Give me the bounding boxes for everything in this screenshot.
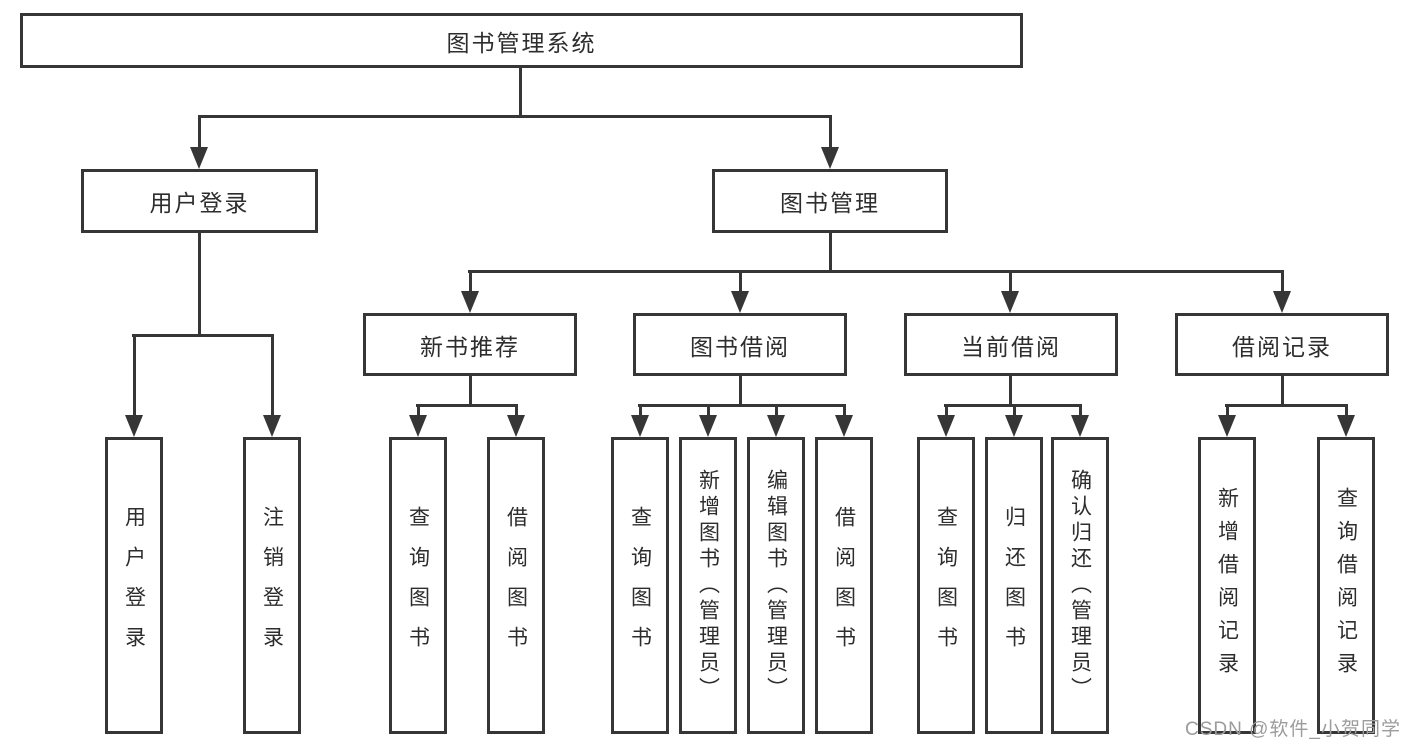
connector-line <box>1009 272 1012 293</box>
node-current-borrowing: 当前借阅 <box>904 313 1118 376</box>
connector-arrowhead-down <box>767 415 785 437</box>
connector-line <box>417 406 420 417</box>
connector-line <box>1281 376 1284 406</box>
connector-line <box>1013 406 1016 417</box>
node-borrowing-records: 借阅记录 <box>1175 313 1389 376</box>
connector-line <box>198 116 201 149</box>
leaf-label: 借阅图书 <box>832 505 856 666</box>
leaf-logout: 注销登录 <box>243 437 301 734</box>
leaf-borrow-book-borrowing: 借阅图书 <box>815 437 873 734</box>
connector-line <box>829 116 832 149</box>
leaf-label: 查询图书 <box>934 505 958 666</box>
leaf-query-book-recommend: 查询图书 <box>389 437 447 734</box>
connector-line <box>515 406 518 417</box>
node-new-book-recommendation: 新书推荐 <box>363 313 577 376</box>
connector-line <box>416 404 518 407</box>
connector-line <box>133 336 136 416</box>
leaf-label: 注销登录 <box>260 505 284 666</box>
connector-line <box>639 406 642 417</box>
leaf-label: 编辑图书（管理员） <box>764 468 788 703</box>
connector-line <box>198 115 832 118</box>
connector-arrowhead-down <box>461 291 479 313</box>
connector-arrowhead-down <box>835 415 853 437</box>
connector-arrowhead-down <box>125 415 143 437</box>
connector-arrowhead-down <box>1337 415 1355 437</box>
leaf-query-book-borrowing: 查询图书 <box>611 437 669 734</box>
leaf-query-book-current: 查询图书 <box>917 437 975 734</box>
connector-line <box>1009 376 1012 406</box>
leaf-label: 借阅图书 <box>504 505 528 666</box>
connector-line <box>468 270 1284 273</box>
node-label: 借阅记录 <box>1232 333 1332 360</box>
connector-arrowhead-down <box>631 415 649 437</box>
connector-line <box>843 406 846 417</box>
connector-line <box>1281 272 1284 293</box>
connector-arrowhead-down <box>699 415 717 437</box>
connector-arrowhead-down <box>190 147 208 169</box>
leaf-label: 新增借阅记录 <box>1215 486 1239 685</box>
connector-arrowhead-down <box>409 415 427 437</box>
connector-arrowhead-down <box>821 147 839 169</box>
csdn-watermark: CSDN @软件_小贺同学 <box>1185 719 1401 740</box>
connector-line <box>198 233 201 336</box>
connector-arrowhead-down <box>1001 291 1019 313</box>
connector-line <box>271 336 274 416</box>
connector-line <box>944 404 1082 407</box>
connector-line <box>638 404 846 407</box>
leaf-edit-book-admin: 编辑图书（管理员） <box>747 437 805 734</box>
connector-arrowhead-down <box>1071 415 1089 437</box>
node-book-management: 图书管理 <box>712 169 948 233</box>
connector-line <box>739 272 742 293</box>
node-label: 用户登录 <box>149 190 250 216</box>
connector-line <box>739 376 742 406</box>
node-label: 图书借阅 <box>690 333 790 360</box>
connector-line <box>1225 404 1348 407</box>
leaf-return-book: 归还图书 <box>985 437 1043 734</box>
node-label: 图书管理 <box>780 190 880 216</box>
leaf-label: 归还图书 <box>1002 505 1026 666</box>
leaf-label: 用户登录 <box>122 505 146 666</box>
connector-arrowhead-down <box>507 415 525 437</box>
connector-line <box>1345 406 1348 417</box>
connector-arrowhead-down <box>731 291 749 313</box>
connector-line <box>469 272 472 293</box>
leaf-label: 新增图书（管理员） <box>696 468 720 703</box>
leaf-label: 查询图书 <box>628 505 652 666</box>
leaf-label: 查询借阅记录 <box>1334 486 1358 685</box>
leaf-user-login: 用户登录 <box>105 437 163 734</box>
connector-line <box>707 406 710 417</box>
leaf-query-borrow-record: 查询借阅记录 <box>1317 437 1375 734</box>
leaf-borrow-book-recommend: 借阅图书 <box>487 437 545 734</box>
node-book-borrowing: 图书借阅 <box>633 313 847 376</box>
connector-line <box>132 334 274 337</box>
node-label: 图书管理系统 <box>446 29 597 56</box>
connector-line <box>469 376 472 406</box>
connector-line <box>775 406 778 417</box>
connector-line <box>829 233 832 272</box>
connector-arrowhead-down <box>937 415 955 437</box>
leaf-confirm-return-admin: 确认归还（管理员） <box>1051 437 1109 734</box>
connector-line <box>1226 406 1229 417</box>
leaf-label: 确认归还（管理员） <box>1068 468 1092 703</box>
leaf-add-book-admin: 新增图书（管理员） <box>679 437 737 734</box>
connector-arrowhead-down <box>263 415 281 437</box>
connector-arrowhead-down <box>1218 415 1236 437</box>
connector-line <box>519 68 522 117</box>
connector-arrowhead-down <box>1273 291 1291 313</box>
connector-arrowhead-down <box>1005 415 1023 437</box>
node-book-management-system: 图书管理系统 <box>20 13 1023 68</box>
node-label: 新书推荐 <box>420 333 520 360</box>
leaf-label: 查询图书 <box>406 505 430 666</box>
node-user-login: 用户登录 <box>81 169 318 233</box>
connector-line <box>945 406 948 417</box>
node-label: 当前借阅 <box>961 333 1061 360</box>
leaf-add-borrow-record: 新增借阅记录 <box>1198 437 1256 734</box>
connector-line <box>1079 406 1082 417</box>
